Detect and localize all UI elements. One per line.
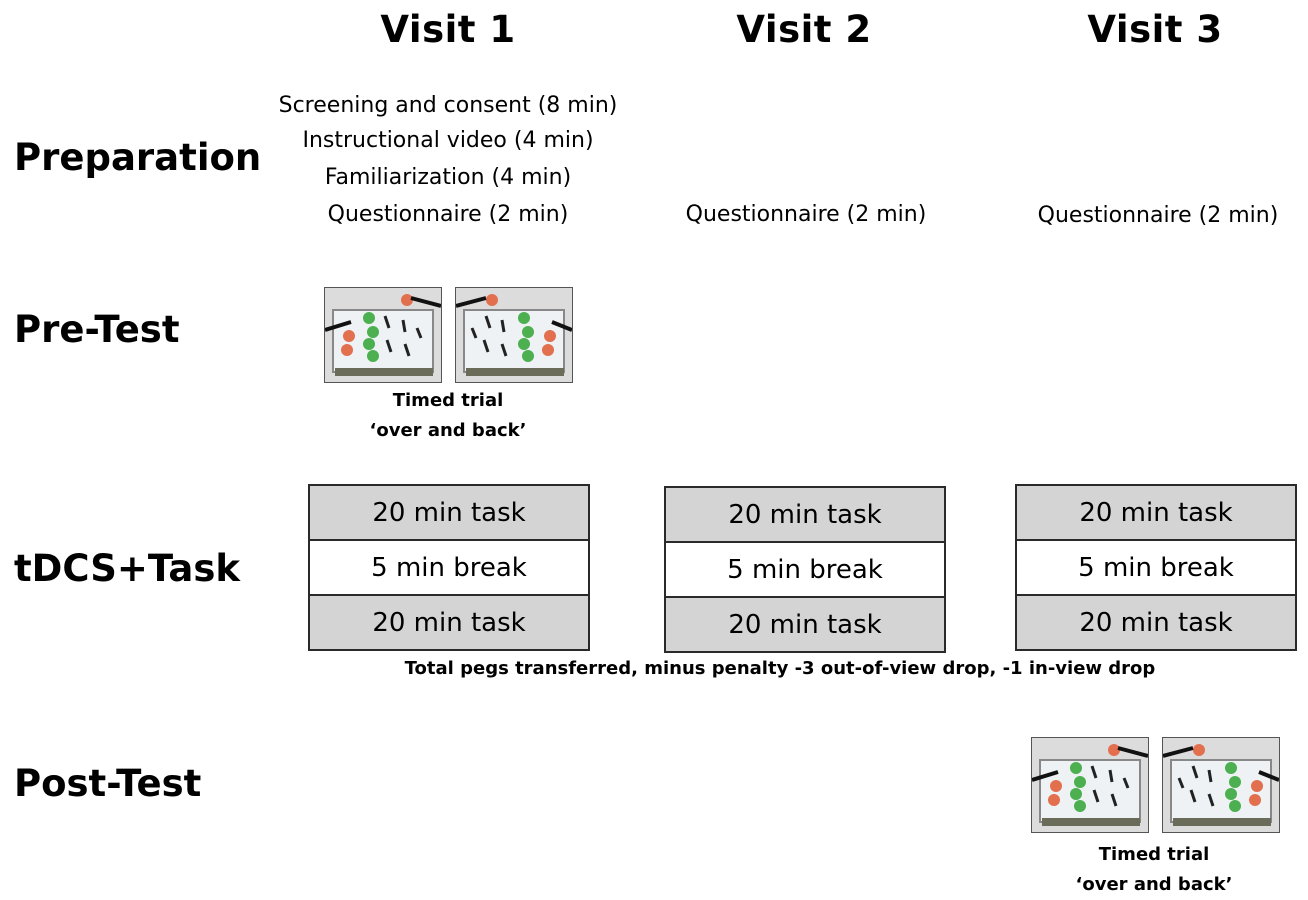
tdcs-block-visit-2: 20 min task 5 min break 20 min task bbox=[664, 486, 946, 653]
tdcs-block-visit-1: 20 min task 5 min break 20 min task bbox=[308, 484, 590, 651]
prep-questionnaire-v2: Questionnaire (2 min) bbox=[685, 202, 927, 227]
break-block: 5 min break bbox=[310, 539, 588, 596]
task-block: 20 min task bbox=[666, 488, 944, 541]
over-and-back-label: ‘over and back’ bbox=[1075, 874, 1233, 895]
post-test-caption: Timed trial ‘over and back’ bbox=[1054, 840, 1254, 900]
break-block: 5 min break bbox=[1017, 539, 1295, 596]
prep-familiarization: Familiarization (4 min) bbox=[324, 165, 572, 190]
prep-video: Instructional video (4 min) bbox=[302, 128, 594, 153]
timed-trial-label: Timed trial bbox=[392, 390, 504, 411]
task-block: 20 min task bbox=[666, 598, 944, 651]
prep-questionnaire-v1: Questionnaire (2 min) bbox=[327, 202, 569, 227]
over-and-back-label: ‘over and back’ bbox=[369, 420, 527, 441]
task-block: 20 min task bbox=[310, 486, 588, 539]
row-label-tdcs-task: tDCS+Task bbox=[14, 547, 240, 590]
row-label-pre-test: Pre-Test bbox=[14, 308, 180, 351]
task-block: 20 min task bbox=[310, 596, 588, 649]
prep-questionnaire-v3: Questionnaire (2 min) bbox=[1037, 203, 1279, 228]
peg-transfer-photo-icon bbox=[1031, 737, 1149, 833]
pre-test-caption: Timed trial ‘over and back’ bbox=[348, 386, 548, 446]
task-block: 20 min task bbox=[1017, 486, 1295, 539]
scoring-note: Total pegs transferred, minus penalty -3… bbox=[404, 658, 1156, 679]
row-label-preparation: Preparation bbox=[14, 136, 262, 179]
visit-1-header: Visit 1 bbox=[380, 8, 516, 51]
peg-transfer-photo-icon bbox=[324, 287, 442, 383]
task-block: 20 min task bbox=[1017, 596, 1295, 649]
peg-transfer-photo-icon bbox=[455, 287, 573, 383]
row-label-post-test: Post-Test bbox=[14, 762, 202, 805]
peg-transfer-photo-icon bbox=[1162, 737, 1280, 833]
tdcs-block-visit-3: 20 min task 5 min break 20 min task bbox=[1015, 484, 1297, 651]
prep-screening: Screening and consent (8 min) bbox=[278, 93, 618, 118]
timed-trial-label: Timed trial bbox=[1098, 844, 1210, 865]
visit-2-header: Visit 2 bbox=[736, 8, 872, 51]
break-block: 5 min break bbox=[666, 541, 944, 598]
visit-3-header: Visit 3 bbox=[1087, 8, 1223, 51]
